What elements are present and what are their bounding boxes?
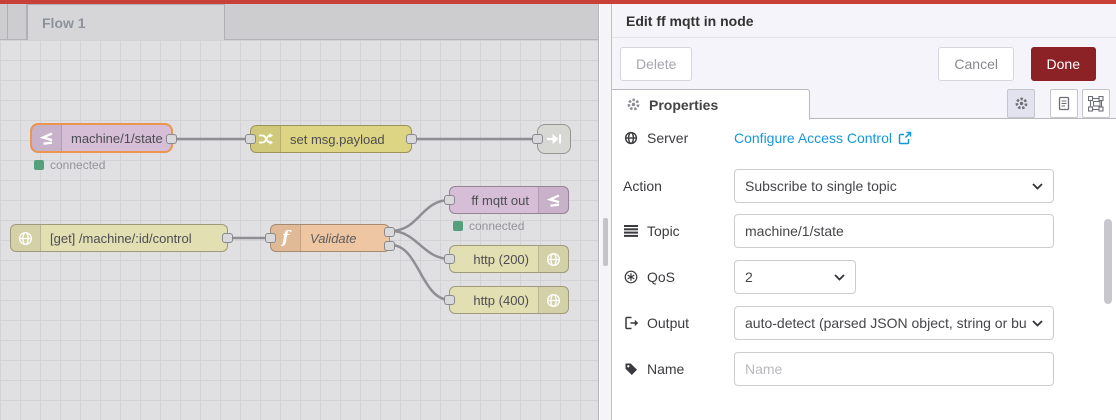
flow-tab-label: Flow 1: [42, 15, 86, 31]
input-port[interactable]: [444, 254, 455, 264]
node-function[interactable]: f Validate: [265, 224, 395, 252]
panel-title: Edit ff mqtt in node: [612, 4, 1116, 38]
node-label: http (400): [473, 292, 529, 308]
status-dot-green: [34, 160, 44, 170]
wire-function-to-http200[interactable]: [390, 229, 451, 261]
globe-icon: [11, 225, 41, 251]
panel-tab-bar: Properties: [612, 89, 1116, 120]
qos-select[interactable]: 2: [734, 260, 856, 294]
node-appearance-button[interactable]: [1082, 89, 1110, 118]
topic-input[interactable]: [734, 214, 1054, 248]
input-port[interactable]: [532, 134, 543, 144]
name-label: Name: [647, 361, 685, 377]
name-input[interactable]: [734, 352, 1054, 386]
node-description-button[interactable]: [1050, 89, 1078, 118]
external-link-icon: [898, 131, 912, 145]
server-label: Server: [647, 130, 689, 146]
node-http-in[interactable]: [get] /machine/:id/control: [10, 224, 233, 252]
done-button[interactable]: Done: [1030, 47, 1096, 81]
globe-icon: [538, 246, 568, 272]
output-select[interactable]: auto-detect (parsed JSON object, string …: [734, 306, 1054, 340]
configure-access-control-link[interactable]: Configure Access Control: [734, 121, 912, 155]
action-select[interactable]: Subscribe to single topic: [734, 169, 1054, 203]
chevron-down-icon: [834, 273, 845, 281]
wire-function-to-mqttout[interactable]: [390, 198, 451, 233]
node-label: machine/1/state: [71, 130, 163, 146]
output-row-label: Output: [623, 306, 689, 340]
tag-icon: [623, 362, 639, 376]
node-label: set msg.payload: [290, 131, 385, 147]
panel-toolbar: Delete Cancel Done: [612, 38, 1116, 89]
input-port[interactable]: [444, 295, 455, 305]
node-status-mqtt-out: connected: [453, 219, 524, 233]
edit-node-panel: Edit ff mqtt in node Delete Cancel Done …: [611, 4, 1116, 420]
topic-label: Topic: [647, 223, 680, 239]
status-dot-green: [453, 221, 463, 231]
globe-icon: [538, 287, 568, 313]
node-link-out[interactable]: [532, 124, 571, 154]
input-port[interactable]: [265, 233, 276, 243]
header-red-bar: [0, 0, 1116, 4]
name-row-label: Name: [623, 352, 684, 386]
output-port[interactable]: [222, 233, 233, 243]
output-port-1[interactable]: [384, 227, 395, 237]
mqtt-bridge-icon: [538, 187, 568, 213]
chevron-down-icon: [1032, 182, 1043, 190]
qos-label: QoS: [647, 269, 676, 285]
server-row-label: Server: [623, 121, 688, 155]
globe-icon: [623, 131, 639, 145]
output-label: Output: [647, 315, 690, 331]
node-label: ff mqtt out: [471, 192, 529, 208]
action-row-label: Action: [623, 169, 662, 203]
appearance-icon: [1088, 95, 1104, 112]
node-status-mqtt-in: connected: [34, 158, 105, 172]
qos-row-label: QoS: [623, 260, 675, 294]
node-label: Validate: [310, 230, 357, 246]
topic-row-label: Topic: [623, 214, 680, 248]
status-text: connected: [469, 219, 525, 233]
node-mqtt-in[interactable]: machine/1/state: [30, 123, 177, 153]
sign-out-icon: [623, 316, 639, 330]
output-port[interactable]: [406, 134, 417, 144]
wire-layer: [172, 137, 538, 302]
flow-tabs-bar: Flow 1: [0, 4, 598, 40]
node-http-response-400[interactable]: http (400): [444, 286, 569, 314]
chevron-down-icon: [1032, 319, 1043, 327]
cancel-button[interactable]: Cancel: [938, 47, 1014, 81]
action-label: Action: [623, 178, 662, 194]
status-text: connected: [50, 158, 106, 172]
input-port[interactable]: [245, 134, 256, 144]
delete-button[interactable]: Delete: [620, 47, 693, 81]
wire-function-to-http400[interactable]: [390, 243, 451, 302]
input-port[interactable]: [444, 195, 455, 205]
tray-resize-handle[interactable]: [603, 218, 608, 266]
node-label: [get] /machine/:id/control: [50, 230, 192, 246]
node-label: http (200): [473, 251, 529, 267]
flow-editor[interactable]: Flow 1 machine/1/state connected set msg…: [0, 0, 599, 420]
flow-tab-1[interactable]: Flow 1: [27, 4, 225, 40]
flow-tab-partial[interactable]: [7, 4, 27, 40]
mqtt-bridge-icon: [32, 125, 62, 151]
link-out-arrow-icon: [547, 134, 561, 144]
node-mqtt-out[interactable]: ff mqtt out: [444, 186, 569, 214]
panel-scrollbar-thumb[interactable]: [1104, 219, 1112, 304]
node-settings-button[interactable]: [1007, 89, 1035, 118]
document-icon: [1057, 96, 1071, 111]
node-http-response-200[interactable]: http (200): [444, 245, 569, 273]
circled-asterisk-icon: [623, 270, 639, 284]
output-port[interactable]: [166, 134, 177, 144]
node-change[interactable]: set msg.payload: [245, 125, 417, 153]
properties-form: Server Configure Access Control Action S…: [612, 119, 1116, 419]
gear-icon: [1014, 96, 1029, 111]
tray-resize-bar[interactable]: [600, 4, 611, 420]
shuffle-icon: [251, 126, 281, 152]
function-icon: f: [271, 225, 301, 251]
tab-properties[interactable]: Properties: [612, 89, 810, 120]
list-lines-icon: [623, 225, 639, 237]
output-port-2[interactable]: [384, 241, 395, 251]
gear-icon: [626, 97, 641, 112]
tab-properties-label: Properties: [649, 96, 719, 113]
